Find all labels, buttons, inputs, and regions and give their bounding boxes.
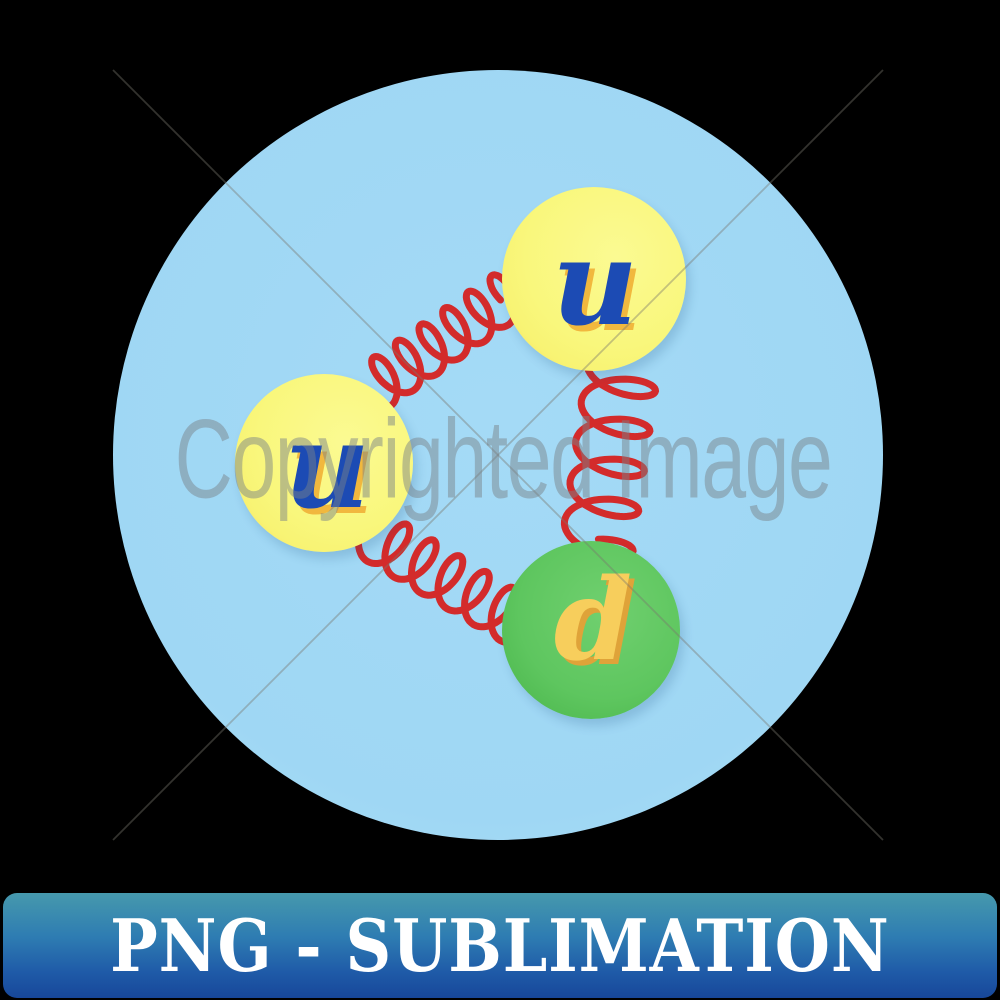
quark-up-2-label: u: [284, 396, 370, 535]
quark-up-1: u: [502, 187, 686, 371]
quark-up-1-label: u: [552, 213, 638, 352]
banner: PNG - SUBLIMATION: [3, 893, 997, 998]
quark-up-2: u: [235, 374, 413, 552]
banner-text: PNG - SUBLIMATION: [110, 903, 890, 988]
quark-down-label: d: [553, 555, 633, 686]
quark-down: d: [502, 541, 680, 719]
watermark-text: Copyrighted Image: [174, 396, 833, 522]
